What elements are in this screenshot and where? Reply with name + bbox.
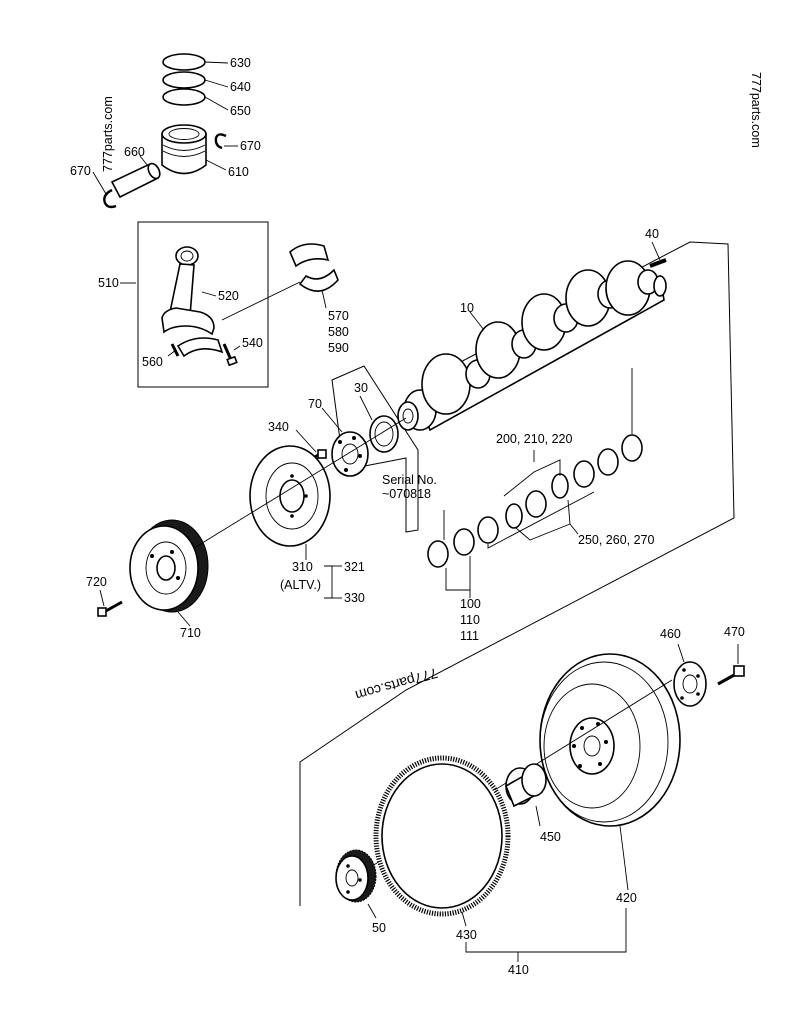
- label-470: 470: [724, 625, 745, 639]
- flywheel-420: [539, 653, 681, 827]
- label-580: 580: [328, 325, 349, 339]
- label-510: 510: [98, 276, 119, 290]
- label-100: 100: [460, 597, 481, 611]
- watermark-center: 777parts.com: [354, 665, 440, 704]
- thrust-washers: [505, 473, 569, 529]
- piston-ring-650: [162, 88, 206, 106]
- label-650: 650: [230, 104, 251, 118]
- label-670-left: 670: [70, 164, 91, 178]
- rod-nut-560: [170, 343, 180, 357]
- label-altv: (ALTV.): [280, 578, 321, 592]
- label-serial-line2: ~070818: [382, 487, 431, 501]
- label-660: 660: [124, 145, 145, 159]
- front-axis-line: [193, 417, 407, 549]
- label-590: 590: [328, 341, 349, 355]
- label-570: 570: [328, 309, 349, 323]
- label-560: 560: [142, 355, 163, 369]
- label-310: 310: [292, 560, 313, 574]
- label-250-260-270: 250, 260, 270: [578, 533, 655, 547]
- label-610: 610: [228, 165, 249, 179]
- label-40: 40: [645, 227, 659, 241]
- rod-bearing-shell-upper: [289, 243, 330, 268]
- pulley-710: [129, 519, 209, 613]
- snap-ring-670-left: [103, 188, 117, 209]
- label-111: 111: [460, 629, 479, 643]
- label-450: 450: [540, 830, 561, 844]
- label-330: 330: [344, 591, 365, 605]
- piston: [161, 124, 207, 175]
- label-420: 420: [616, 891, 637, 905]
- label-200-210-220: 200, 210, 220: [496, 432, 573, 446]
- bearing-to-rod-leader: [221, 281, 301, 321]
- pulley-310: [249, 445, 331, 547]
- main-bearings-upper: [573, 434, 643, 488]
- label-630: 630: [230, 56, 251, 70]
- label-710: 710: [180, 626, 201, 640]
- watermark-top-right: 777parts.com: [749, 72, 763, 148]
- bolt-470: [717, 665, 745, 686]
- rod-leader-520: [201, 291, 217, 297]
- oil-seal-30: [369, 415, 399, 453]
- label-serial-line1: Serial No.: [382, 473, 437, 487]
- connecting-rod-box: [137, 221, 269, 388]
- piston-rings: [162, 53, 206, 106]
- label-50: 50: [372, 921, 386, 935]
- bushing-450: [504, 763, 547, 808]
- rod-bearing-shell-lower: [298, 268, 339, 292]
- label-110: 110: [460, 613, 480, 627]
- spacer-70: [331, 431, 369, 477]
- label-430: 430: [456, 928, 477, 942]
- main-bearings-lower: [427, 516, 499, 568]
- label-670-right: 670: [240, 139, 261, 153]
- crankshaft: [403, 260, 667, 432]
- label-340: 340: [268, 420, 289, 434]
- label-640: 640: [230, 80, 251, 94]
- label-540: 540: [242, 336, 263, 350]
- gear-50: [335, 849, 377, 903]
- label-520: 520: [218, 289, 239, 303]
- piston-ring-630: [162, 53, 206, 71]
- connecting-rod: [161, 246, 224, 358]
- snap-ring-670-right: [214, 133, 227, 150]
- label-30: 30: [354, 381, 368, 395]
- ring-gear-430: [373, 755, 511, 917]
- label-410: 410: [508, 963, 529, 977]
- piston-ring-640: [162, 71, 206, 89]
- piston-pin: [110, 162, 161, 199]
- watermark-top-left: 777parts.com: [101, 96, 115, 172]
- label-70: 70: [308, 397, 322, 411]
- crankshaft-assembly-frame: [299, 241, 735, 906]
- bearing-bracket-100: [445, 568, 471, 598]
- crankshaft-gear-end: [397, 401, 419, 431]
- label-321: 321: [344, 560, 365, 574]
- label-460: 460: [660, 627, 681, 641]
- spacer-460: [673, 661, 707, 707]
- bolt-720: [97, 600, 123, 617]
- label-720: 720: [86, 575, 107, 589]
- label-10: 10: [460, 301, 474, 315]
- dowel-pin-40: [649, 258, 667, 268]
- rod-bolt-540: [222, 343, 238, 367]
